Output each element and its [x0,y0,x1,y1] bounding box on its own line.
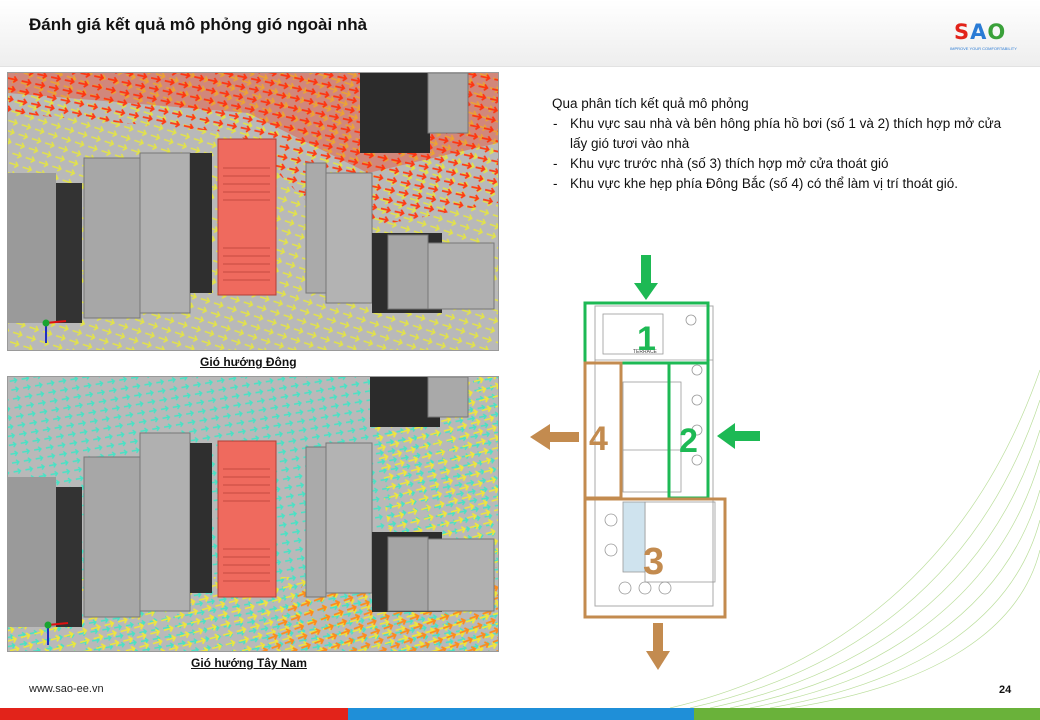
site-plan-outline [594,305,714,607]
wind-sim-east-svg [8,73,498,350]
zone-3-box [583,497,727,619]
building-shadow [56,487,82,627]
analysis-list: Khu vực sau nhà và bên hông phía hồ bơi … [552,114,1012,194]
ventilation-zone-plan: TERRACE 1 2 4 3 [530,255,760,670]
building-block [325,172,373,304]
building-block [427,73,469,134]
outflow-arrow-left-icon [530,424,579,450]
zone-4-label: 4 [589,420,608,458]
zone-1-label: 1 [637,320,656,358]
page-number: 24 [999,684,1012,696]
building-block [8,477,56,627]
plan-linework [595,313,716,595]
terrace-label: TERRACE [633,349,658,355]
analysis-point: Khu vực khe hẹp phía Đông Bắc (số 4) có … [552,174,1012,194]
building-block [83,456,141,618]
axis-gizmo-icon [44,621,69,645]
building-block [139,152,191,314]
analysis-point: Khu vực sau nhà và bên hông phía hồ bơi … [552,114,1012,154]
building-block [305,446,327,598]
building-block [387,536,429,612]
slide-header: Đánh giá kết quả mô phỏng gió ngoài nhà … [0,0,1040,67]
footer-bar-blue [348,708,694,720]
footer-bar-red [0,708,348,720]
logo-letter-o: O [987,20,1007,44]
caption-east: Gió hướng Đông [200,355,297,369]
subject-house [217,440,277,598]
analysis-point: Khu vực trước nhà (số 3) thích hợp mở cử… [552,154,1012,174]
footer-website: www.sao-ee.vn [29,683,104,695]
subject-house [217,138,277,296]
inflow-arrow-right-icon [717,423,760,449]
slide-title: Đánh giá kết quả mô phỏng gió ngoài nhà [29,15,368,34]
building-block [427,377,469,418]
building-block [387,234,429,310]
house-stair-lines [223,468,270,582]
building-block [305,162,327,294]
building-shadow [190,153,212,293]
analysis-text: Qua phân tích kết quả mô phỏng Khu vực s… [552,94,1012,194]
caption-southwest: Gió hướng Tây Nam [191,656,307,670]
axis-gizmo-icon [42,319,67,343]
wind-sim-southwest-image [7,376,499,652]
building-shadow [56,183,82,323]
inflow-arrow-top-icon [634,255,658,300]
outflow-arrow-bottom-icon [646,623,670,670]
building-block [139,432,191,612]
zone-1-box [583,301,710,365]
building-shadow [360,73,430,153]
building-block [427,242,495,310]
zone-3-label: 3 [643,541,664,583]
decorative-swoosh [669,369,1040,708]
footer-bar-green [694,708,1040,720]
building-block [325,442,373,594]
building-block [8,173,56,323]
house-stair-lines [223,167,270,281]
wind-sim-east-image [7,72,499,351]
logo-letter-s: S [954,20,971,44]
building-block [427,538,495,612]
logo-tagline: IMPROVE YOUR COMFORTABILITY [950,46,1017,51]
logo-mark: SAO [954,20,1006,44]
company-logo: SAO IMPROVE YOUR COMFORTABILITY [950,20,1020,54]
logo-letter-a: A [970,20,988,44]
analysis-intro: Qua phân tích kết quả mô phỏng [552,96,749,111]
wind-sim-southwest-svg [8,377,498,651]
zone-2-label: 2 [679,422,698,460]
building-block [83,157,141,319]
building-shadow [190,443,212,593]
